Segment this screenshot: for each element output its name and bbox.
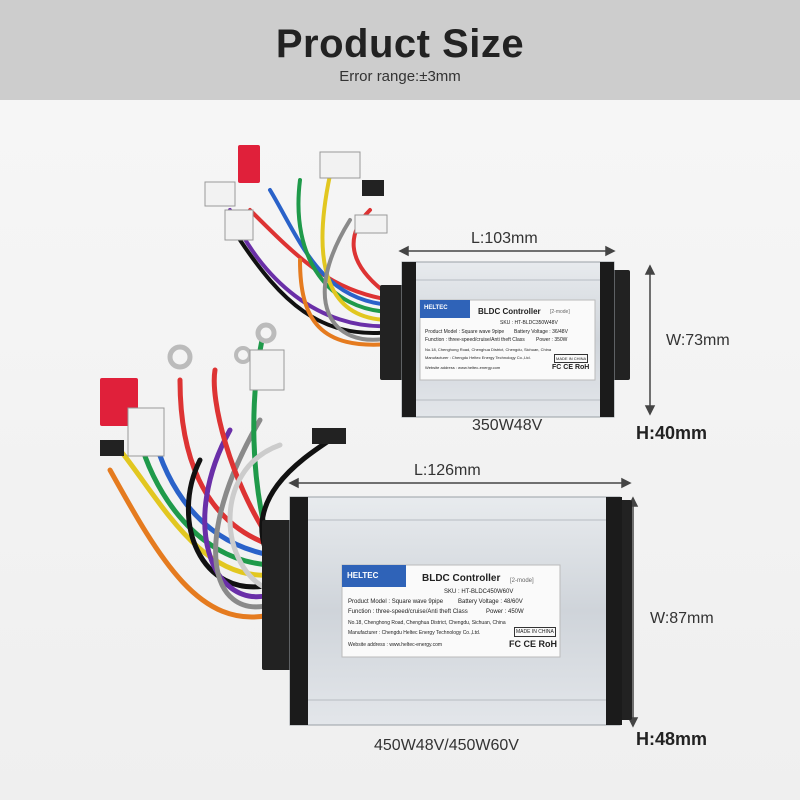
sticker-small-manufacturer: Manufacturer : Chengdu Heltec Energy Tec…	[425, 355, 531, 360]
sticker-large-address: No.18, Chenghong Road, Chenghua District…	[348, 620, 506, 626]
length-label-small: L:103mm	[471, 230, 538, 247]
wire-harness-small	[228, 173, 392, 347]
sticker-small-address: No.18, Chenghong Road, Chenghua District…	[425, 347, 552, 352]
width-label-large: W:87mm	[650, 610, 714, 627]
connectors-small	[204, 145, 388, 241]
width-label-small: W:73mm	[666, 332, 730, 349]
sticker-small-model: Product Model : Square wave 9pipe	[425, 329, 505, 335]
length-label-large: L:126mm	[414, 462, 481, 479]
sticker-small-made-in: MADE IN CHINA	[554, 354, 589, 363]
connectors-large	[100, 322, 346, 457]
sticker-large-brand: HELTEC	[347, 571, 379, 580]
controller-large	[262, 496, 632, 726]
sticker-large-manufacturer: Manufacturer : Chengdu Heltec Energy Tec…	[348, 630, 481, 636]
sticker-small-website: Website address : www.heltec-energy.com	[425, 365, 501, 370]
sticker-small-title: BLDC Controller	[478, 307, 541, 316]
height-label-large: H:48mm	[636, 729, 708, 749]
sticker-large-power: Power : 450W	[486, 609, 524, 615]
header-banner: Product Size Error range:±3mm	[0, 0, 800, 100]
sticker-small-sku: SKU : HT-BLDC350W48V	[500, 320, 558, 326]
sticker-small-voltage: Battery Voltage : 36/48V	[514, 329, 568, 335]
sticker-large-mode: [2-mode]	[510, 578, 534, 584]
sticker-large-model: Product Model : Square wave 9pipe	[348, 599, 444, 605]
sticker-small-function: Function : three-speed/cruise/Anti theft…	[425, 337, 525, 343]
page-subtitle: Error range:±3mm	[339, 68, 461, 85]
sticker-small-power: Power : 350W	[536, 337, 568, 343]
dimension-lines-small	[398, 245, 656, 416]
sticker-small-marks: FC CE RoH	[552, 364, 590, 371]
page-title: Product Size	[275, 22, 525, 66]
sticker-large-website: Website address : www.heltec-energy.com	[348, 642, 443, 648]
sticker-large-marks: FC CE RoH	[509, 639, 557, 649]
sticker-small: HELTEC BLDC Controller [2-mode] SKU : HT…	[422, 302, 594, 378]
sticker-large-sku: SKU : HT-BLDC450W60V	[444, 589, 514, 595]
sticker-small-mode: [2-mode]	[550, 309, 570, 315]
model-label-small: 350W48V	[472, 417, 543, 434]
sticker-large: HELTEC BLDC Controller [2-mode] SKU : HT…	[344, 567, 558, 655]
dimension-lines-large	[288, 477, 639, 728]
sticker-large-function: Function : three-speed/cruise/Anti theft…	[348, 609, 468, 615]
sticker-large-voltage: Battery Voltage : 48/60V	[458, 599, 523, 605]
controller-small	[380, 261, 630, 418]
sticker-small-brand: HELTEC	[424, 305, 448, 311]
sticker-large-made-in: MADE IN CHINA	[514, 627, 556, 637]
model-label-large: 450W48V/450W60V	[374, 737, 519, 754]
sticker-large-title: BLDC Controller	[422, 573, 501, 584]
height-label-small: H:40mm	[636, 423, 708, 443]
